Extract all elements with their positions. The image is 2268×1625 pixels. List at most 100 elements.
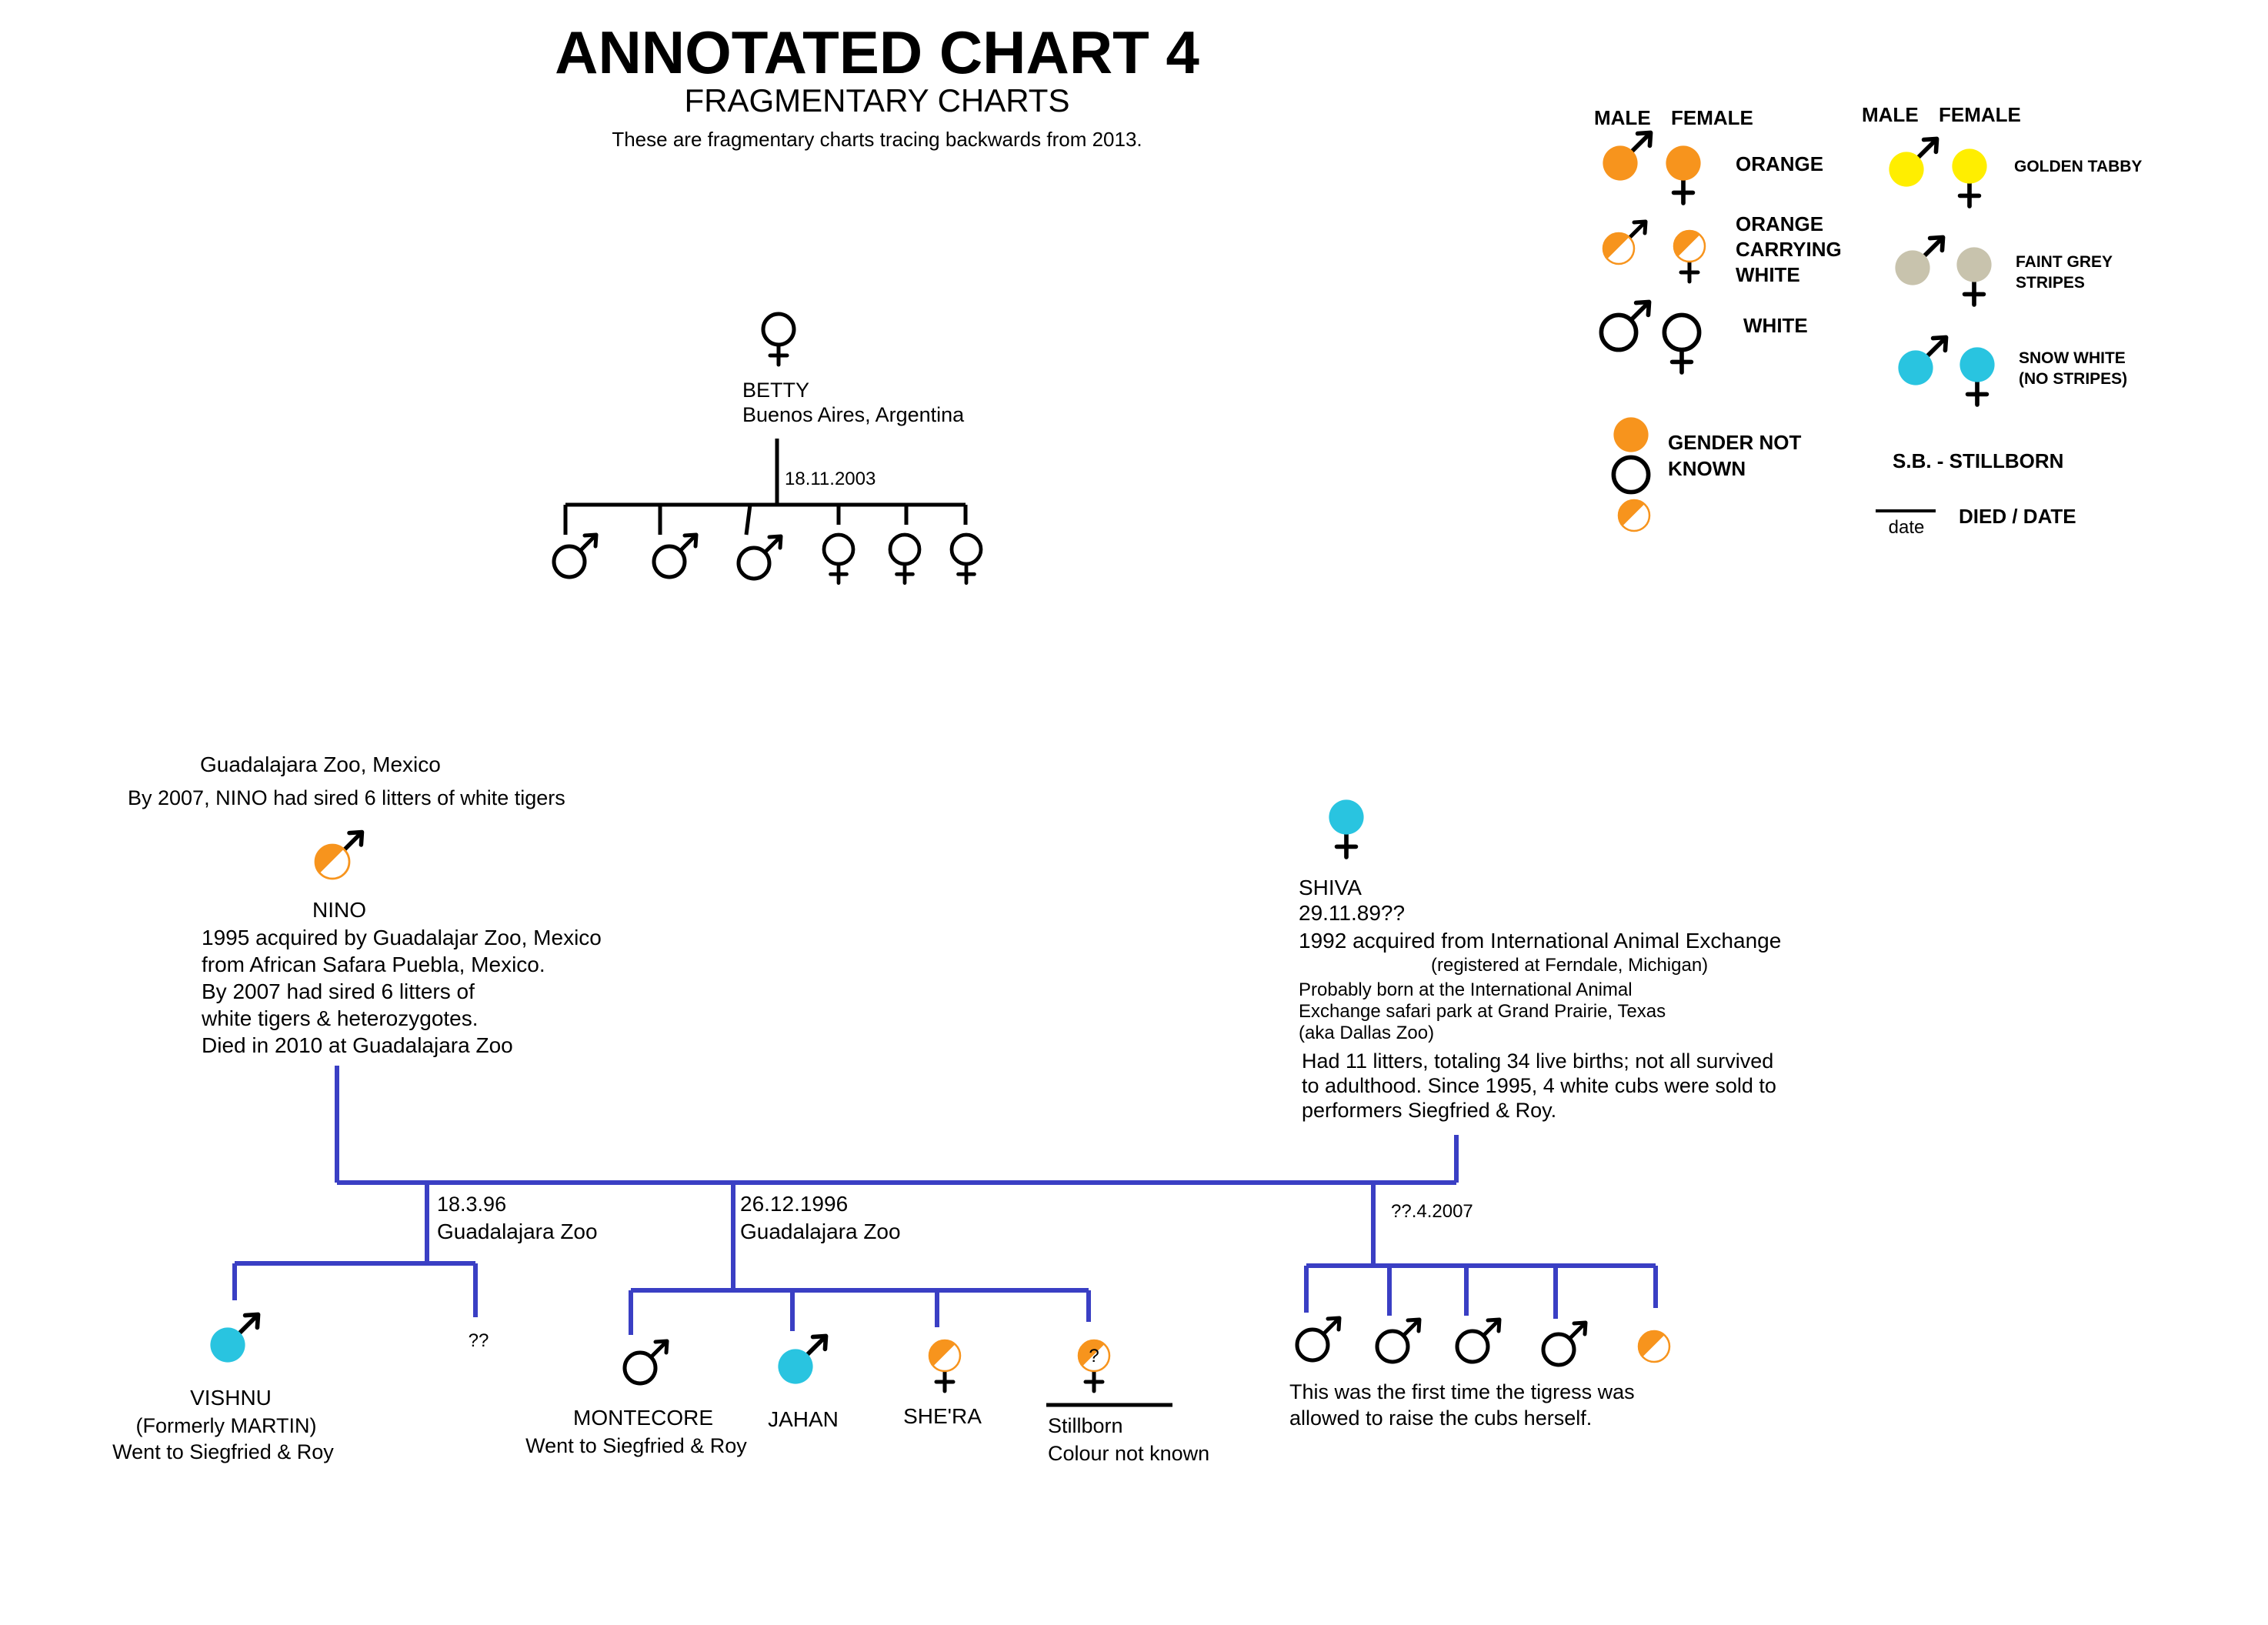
legend-orange-carrying-white-label-1: ORANGE [1736,212,1823,235]
montecore-fate: Went to Siegfried & Roy [525,1434,747,1457]
betty-litter-date: 18.11.2003 [785,469,876,489]
legend-faint-grey-label-1: FAINT GREY [2016,253,2113,271]
stillborn-cub-mark: ? [1089,1346,1099,1366]
montecore-icon [622,1339,669,1386]
nino-detail-1: 1995 acquired by Guadalajar Zoo, Mexico [202,926,602,949]
legend-gender-unknown-orange-icon [1613,417,1649,452]
shiva-born-info-3: (aka Dallas Zoo) [1299,1023,1434,1043]
betty-cub-6-female-icon [949,532,983,586]
page-description: These are fragmentary charts tracing bac… [612,128,1142,151]
legend-faint-grey-label-2: STRIPES [2016,274,2085,292]
litter-1-date: 18.3.96 [437,1193,506,1216]
nino-detail-2: from African Safara Puebla, Mexico. [202,953,545,976]
jahan-name: JAHAN [768,1407,839,1431]
betty-icon [761,312,796,367]
shiva-born-info-1: Probably born at the International Anima… [1299,979,1633,1000]
legend-died-date-small: date [1889,517,1925,538]
legend-white-female-icon [1662,312,1702,375]
jahan-icon [778,1333,829,1384]
legend-died-label: DIED / DATE [1959,505,2076,528]
legend-gender-unknown-carrier-icon [1617,499,1651,532]
betty-cub-2-male-icon [652,532,699,579]
montecore-name: MONTECORE [573,1406,713,1430]
shera-name: SHE'RA [903,1404,982,1428]
vishnu-icon [210,1312,261,1363]
legend-female-header-2: FEMALE [1939,103,2021,126]
litter-3-cub-5-unknown-icon [1637,1330,1671,1363]
litter-3-cub-1-male-icon [1295,1316,1342,1363]
betty-location: Buenos Aires, Argentina [742,403,965,426]
legend-gender-unknown-white-icon [1611,455,1651,495]
legend-gender-unknown-label-2: KNOWN [1668,457,1746,480]
vishnu-name: VISHNU [190,1386,272,1410]
litter-1-place: Guadalajara Zoo [437,1220,598,1243]
shiva-registered: (registered at Ferndale, Michigan) [1431,955,1708,976]
shera-icon [928,1339,962,1393]
litter-3-note-1: This was the first time the tigress was [1289,1380,1635,1403]
legend-gender-unknown-label-1: GENDER NOT [1668,431,1801,454]
legend-snow-white-label-2: (NO STRIPES) [2019,370,2127,388]
shiva-born-info-2: Exchange safari park at Grand Prairie, T… [1299,1001,1666,1022]
legend-snow-white-male-icon [1898,335,1949,385]
nino-detail-4: white tigers & heterozygotes. [201,1006,479,1030]
nino-name: NINO [312,898,366,922]
litter-2-date: 26.12.1996 [740,1192,848,1216]
litter-1-unknown-cub: ?? [469,1330,489,1351]
litter-3-cub-3-male-icon [1455,1317,1502,1364]
nino-detail-3: By 2007 had sired 6 litters of [202,979,475,1003]
betty-cub-4-female-icon [822,532,856,586]
nino-shiva-tree-lines [232,1066,1658,1335]
betty-name: BETTY [742,379,809,402]
page-subtitle: FRAGMENTARY CHARTS [685,82,1070,118]
legend-female-header: FEMALE [1671,106,1753,129]
shiva-acquired: 1992 acquired from International Animal … [1299,929,1781,953]
litter-3-note-2: allowed to raise the cubs herself. [1289,1406,1592,1430]
betty-tree-lines [563,439,968,536]
legend-male-header-2: MALE [1862,103,1919,126]
legend-orange-female-icon [1666,145,1701,205]
vishnu-fate: Went to Siegfried & Roy [112,1440,334,1463]
legend-orange-male-icon [1603,130,1653,181]
legend-white-male-icon [1599,299,1652,352]
shiva-litters-info-3: performers Siegfried & Roy. [1302,1099,1556,1122]
betty-cub-5-female-icon [888,532,922,586]
legend-snow-white-female-icon [1959,347,1995,407]
nino-detail-5: Died in 2010 at Guadalajara Zoo [202,1033,513,1057]
shiva-litters-info-1: Had 11 litters, totaling 34 live births;… [1302,1049,1773,1073]
stillborn-colour-note: Colour not known [1048,1442,1209,1465]
nino-block: Guadalajara Zoo, Mexico By 2007, NINO ha… [128,752,602,1057]
stillborn-label: Stillborn [1048,1414,1123,1437]
legend-golden-tabby-label: GOLDEN TABBY [2014,158,2142,175]
legend-faint-grey-male-icon [1895,235,1946,285]
legend-orange-carrying-white-label-3: WHITE [1736,263,1800,286]
vishnu-former-name: (Formerly MARTIN) [136,1414,317,1437]
betty-cub-3-male-icon [736,534,783,581]
legend-orange-carrying-white-male-icon [1602,219,1648,265]
stillborn-cub-icon [1077,1339,1111,1393]
legend-faint-grey-female-icon [1956,247,1992,307]
litter-2-place: Guadalajara Zoo [740,1220,901,1243]
page-title: ANNOTATED CHART 4 [555,18,1199,86]
legend-stillborn-label: S.B. - STILLBORN [1893,449,2063,472]
betty-cub-1-male-icon [552,532,599,579]
litter-3-cub-2-male-icon [1375,1317,1422,1364]
shiva-icon [1329,799,1364,859]
nino-header-note: By 2007, NINO had sired 6 litters of whi… [128,786,565,809]
shiva-block: SHIVA 29.11.89?? 1992 acquired from Inte… [1299,799,1781,1122]
legend: MALE FEMALE MALE FEMALE ORANGE ORANGE CA… [1594,103,2142,538]
nino-icon [314,829,365,880]
legend-male-header: MALE [1594,106,1651,129]
betty-family: BETTY Buenos Aires, Argentina 18.11.2003 [552,312,983,586]
shiva-birth: 29.11.89?? [1299,901,1405,925]
legend-white-label: WHITE [1743,314,1808,337]
nino-header-location: Guadalajara Zoo, Mexico [200,752,441,776]
litter-3-cub-4-male-icon [1541,1320,1588,1367]
legend-snow-white-label-1: SNOW WHITE [2019,349,2126,367]
shiva-litters-info-2: to adulthood. Since 1995, 4 white cubs w… [1302,1074,1776,1097]
legend-orange-carrying-white-female-icon [1673,229,1706,284]
shiva-name: SHIVA [1299,876,1362,899]
legend-orange-label: ORANGE [1736,152,1823,175]
legend-golden-tabby-female-icon [1952,148,1987,209]
litter-3-date: ??.4.2007 [1391,1201,1473,1222]
